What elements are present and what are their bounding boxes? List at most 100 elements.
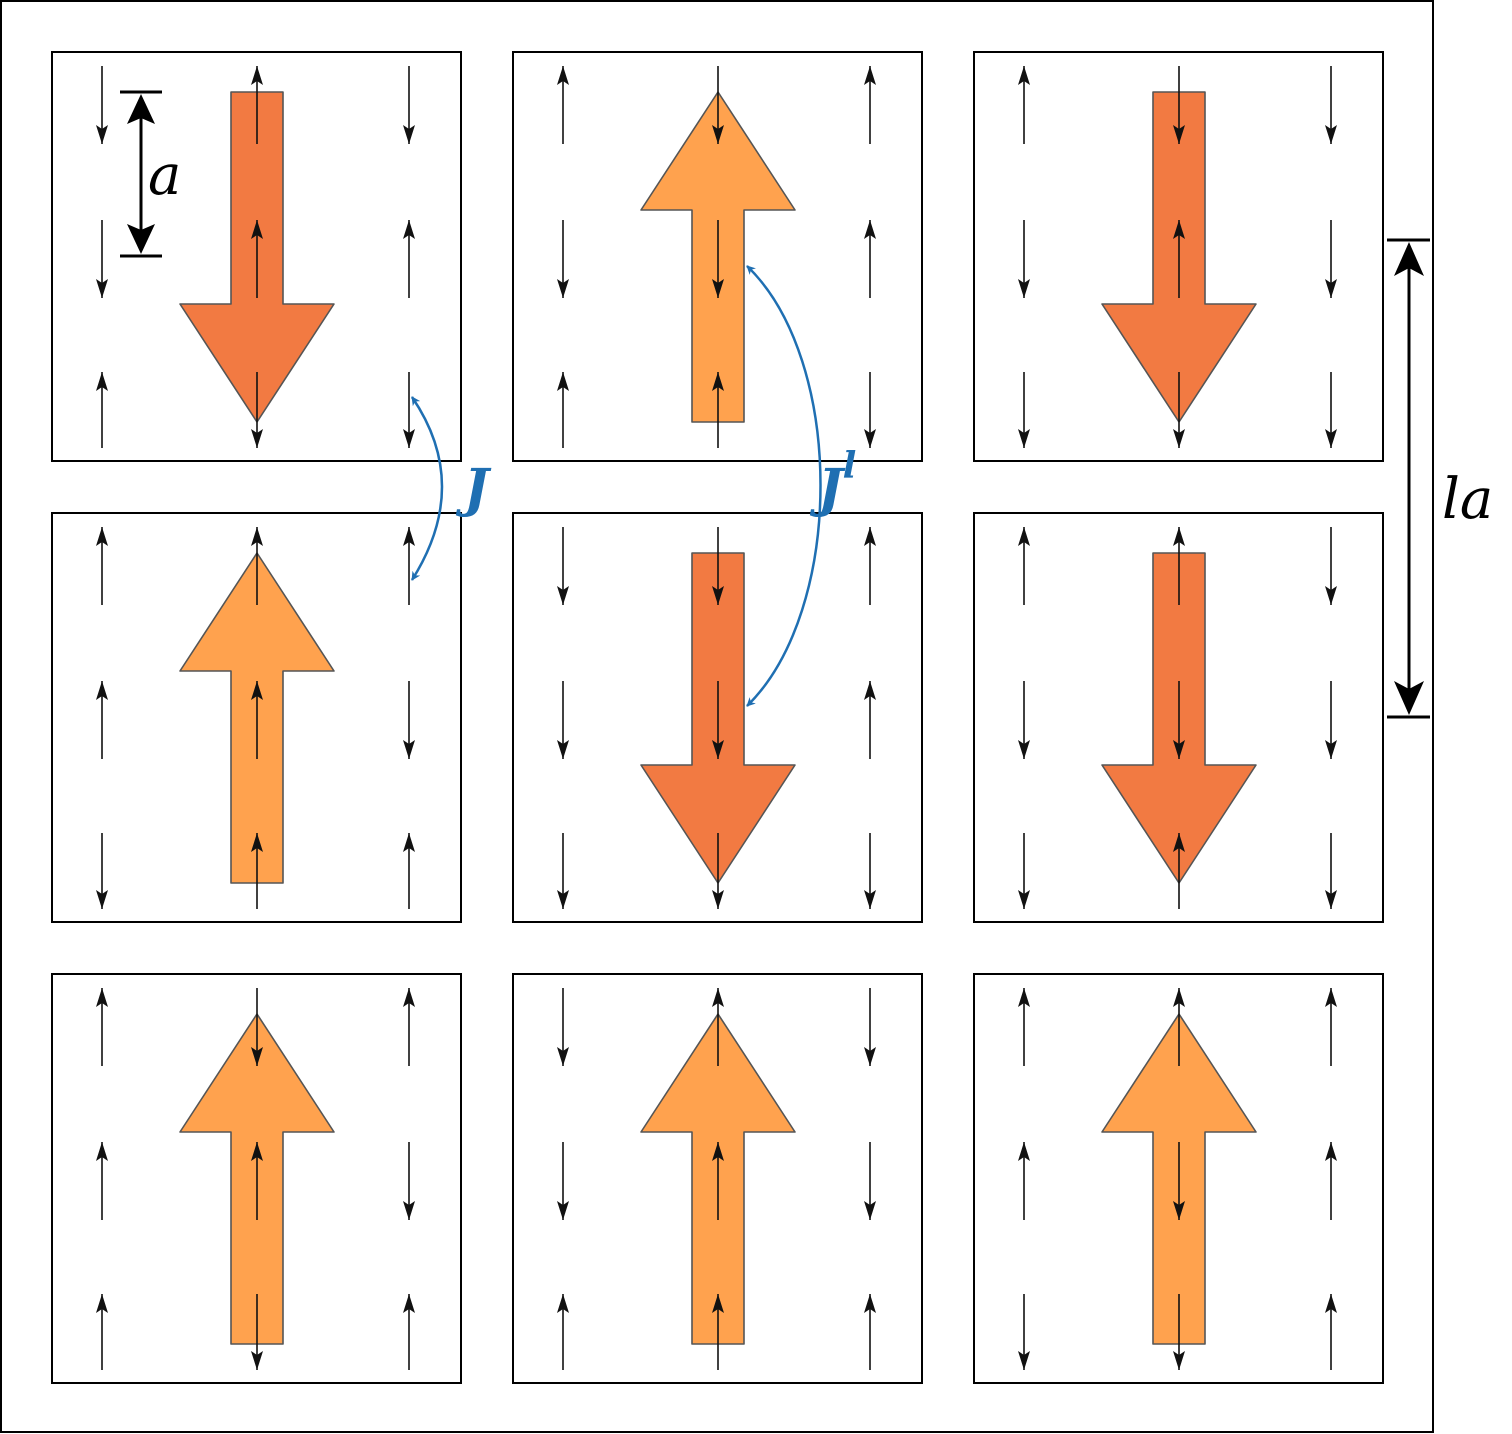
spin-head <box>403 1201 415 1220</box>
spin-arrow-up <box>864 1294 876 1370</box>
spin-head <box>1173 429 1185 448</box>
spin-head <box>712 890 724 909</box>
spin-arrow-up <box>1325 1294 1337 1370</box>
spin-head <box>96 890 108 909</box>
spin-head <box>1173 1351 1185 1370</box>
spin-arrow-up <box>403 1294 415 1370</box>
spin-head <box>96 1142 108 1161</box>
coupling-jl-arc <box>746 265 822 707</box>
spin-arrow-up <box>864 220 876 298</box>
spin-arrow-down <box>864 1142 876 1220</box>
spin-arrow-up <box>1325 1142 1337 1220</box>
dimension-arrowhead-down <box>1394 681 1424 715</box>
spin-arrow-up <box>1325 988 1337 1066</box>
spin-arrow-up <box>251 527 263 605</box>
spin-head <box>557 890 569 909</box>
spin-arrow-down <box>1018 681 1030 759</box>
spin-block <box>512 973 923 1384</box>
spin-head <box>864 1201 876 1220</box>
spin-head <box>96 527 108 546</box>
spin-arrow-down <box>96 833 108 909</box>
coupling-j-arc <box>410 396 444 581</box>
coupling-jl-base: J <box>809 458 846 519</box>
spin-arrow-up <box>96 1294 108 1370</box>
spin-arrow-down <box>712 833 724 909</box>
spin-head <box>864 1047 876 1066</box>
dimension-arrowhead-up <box>127 94 155 124</box>
spin-block <box>51 51 462 462</box>
spin-arrow-up <box>1173 988 1185 1066</box>
spin-arrow-up <box>251 1142 263 1220</box>
spin-block <box>973 51 1384 462</box>
spin-head <box>96 372 108 391</box>
spin-head <box>1173 125 1185 144</box>
spin-head <box>403 1294 415 1313</box>
coupling-j-label: J <box>455 458 492 519</box>
spin-head <box>557 372 569 391</box>
spin-head <box>96 988 108 1007</box>
spin-head <box>251 429 263 448</box>
spin-arrow-up <box>96 681 108 759</box>
spin-arrow-down <box>557 833 569 909</box>
spin-arrow-down <box>1325 527 1337 605</box>
spin-arrow-up <box>251 220 263 298</box>
block-grid <box>51 51 1384 1384</box>
spin-head <box>96 279 108 298</box>
spin-arrow-down <box>1173 66 1185 144</box>
spin-head <box>96 125 108 144</box>
spacing-la-label: la <box>1442 467 1493 532</box>
spin-head <box>557 279 569 298</box>
spin-arrow-down <box>712 527 724 605</box>
spin-arrow-down <box>251 372 263 448</box>
spin-head <box>864 527 876 546</box>
spin-head <box>1018 740 1030 759</box>
spin-head <box>1018 988 1030 1007</box>
spin-block <box>51 973 462 1384</box>
spin-arrow-up <box>403 833 415 909</box>
spin-head <box>1173 833 1185 852</box>
spin-arrow-down <box>1018 372 1030 448</box>
spin-arrow-up <box>251 681 263 759</box>
spin-head <box>1325 890 1337 909</box>
spin-arrow-up <box>1173 220 1185 298</box>
spin-arrow-up <box>864 527 876 605</box>
spin-head <box>403 740 415 759</box>
spin-block <box>973 973 1384 1384</box>
spin-head <box>712 740 724 759</box>
spin-head <box>712 372 724 391</box>
spin-arrow-down <box>1173 681 1185 759</box>
spin-head <box>1018 279 1030 298</box>
spin-arrow-down <box>251 988 263 1066</box>
spin-arrow-up <box>96 988 108 1066</box>
spin-arrow-down <box>1018 220 1030 298</box>
spin-arrow-down <box>403 681 415 759</box>
spin-arrow-up <box>251 66 263 144</box>
spin-block <box>51 512 462 923</box>
spin-head <box>1173 220 1185 239</box>
spin-head <box>1325 740 1337 759</box>
spin-head <box>1325 1142 1337 1161</box>
spin-head <box>251 527 263 546</box>
spin-arrow-up <box>1018 1142 1030 1220</box>
spin-head <box>1325 429 1337 448</box>
spin-head <box>1018 1142 1030 1161</box>
dimension-arrowhead-up <box>1394 242 1424 276</box>
spin-arrow-down <box>864 372 876 448</box>
spin-arrow-up <box>712 372 724 448</box>
spin-arrow-down <box>557 988 569 1066</box>
spin-arrow-down <box>1018 1294 1030 1370</box>
spin-arrow-up <box>712 1142 724 1220</box>
spin-head <box>864 429 876 448</box>
spin-head <box>864 66 876 85</box>
spin-arrow-up <box>712 1294 724 1370</box>
spin-head <box>864 890 876 909</box>
spin-head <box>1018 890 1030 909</box>
spin-head <box>1325 586 1337 605</box>
spin-head <box>557 1201 569 1220</box>
spin-arrow-up <box>1018 988 1030 1066</box>
spin-arrow-down <box>251 1294 263 1370</box>
spin-head <box>251 1142 263 1161</box>
spin-block <box>512 51 923 462</box>
spin-head <box>557 1294 569 1313</box>
spin-arrow-down <box>557 220 569 298</box>
